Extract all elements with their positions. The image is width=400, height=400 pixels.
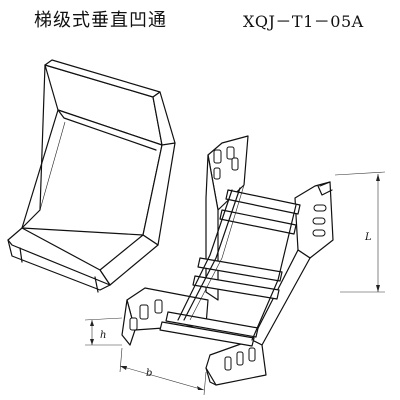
mounting-slot [313,204,327,212]
ladder-rung [192,275,280,300]
mounting-slot [248,347,256,362]
mounting-slot [129,317,138,331]
mounting-slot [312,229,326,237]
mounting-slot [312,217,326,225]
ladder-bend-illustration [121,135,334,386]
model-code: XQJ－T1－05A [243,12,364,31]
mounting-slot [224,356,232,371]
trough-bend-illustration [7,59,176,293]
mounting-slot [213,167,221,180]
dimension-h-label: h [100,330,106,341]
dimension-l-label: L [364,232,372,243]
dimension-b-label: b [146,368,152,379]
ladder-rung [165,311,259,338]
mounting-slot [139,304,149,320]
mounting-slot [226,146,235,160]
mounting-slot [231,157,239,171]
ladder-rung [159,321,255,347]
mounting-slot [213,149,222,164]
product-name: 梯级式垂直凹通 [34,10,167,31]
dimension-annotations: L h b [84,171,386,396]
ladder-rung [219,209,297,235]
mounting-slot [154,299,163,314]
mounting-slot [236,351,244,366]
ladder-rung [225,189,301,215]
